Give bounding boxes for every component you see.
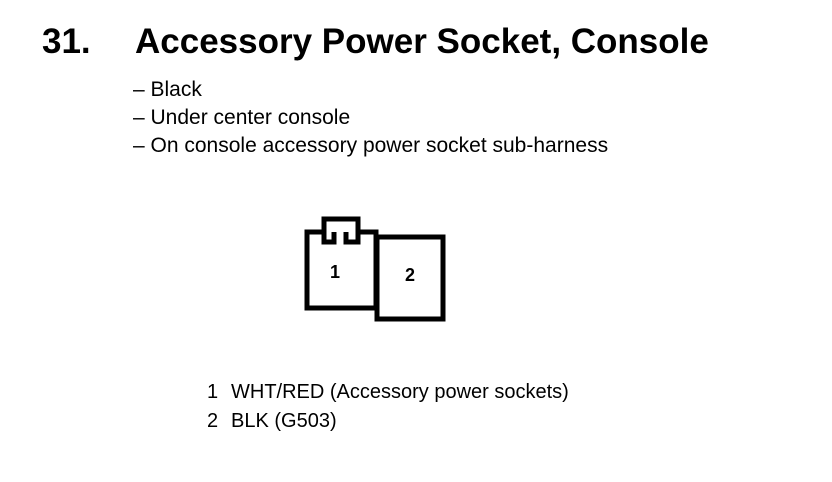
pinout-list: 1 WHT/RED (Accessory power sockets) 2 BLK … <box>207 378 569 436</box>
detail-color: – Black <box>133 78 202 101</box>
pinout-row: 1 WHT/RED (Accessory power sockets) <box>207 378 569 407</box>
item-title: Accessory Power Socket, Console <box>135 22 709 61</box>
detail-location: – Under center console <box>133 106 351 129</box>
detail-harness: – On console accessory power socket sub-… <box>133 134 609 157</box>
pin-description: WHT/RED (Accessory power sockets) <box>231 381 569 403</box>
pin-number: 1 <box>207 381 219 403</box>
pin-1-label: 1 <box>330 262 340 282</box>
details-list: – Black – Under center console – On cons… <box>133 76 608 160</box>
pin-number: 2 <box>207 410 219 432</box>
connector-cavity-2: 2 <box>374 234 446 322</box>
pin-2-label: 2 <box>405 265 415 285</box>
page-title: 31. Accessory Power Socket, Console <box>42 22 709 62</box>
pinout-row: 2 BLK (G503) <box>207 407 569 436</box>
connector-diagram: 1 2 <box>304 216 446 322</box>
connector-cavity-1: 1 <box>304 216 379 311</box>
item-number: 31. <box>42 22 91 61</box>
pin-description: BLK (G503) <box>231 410 337 432</box>
